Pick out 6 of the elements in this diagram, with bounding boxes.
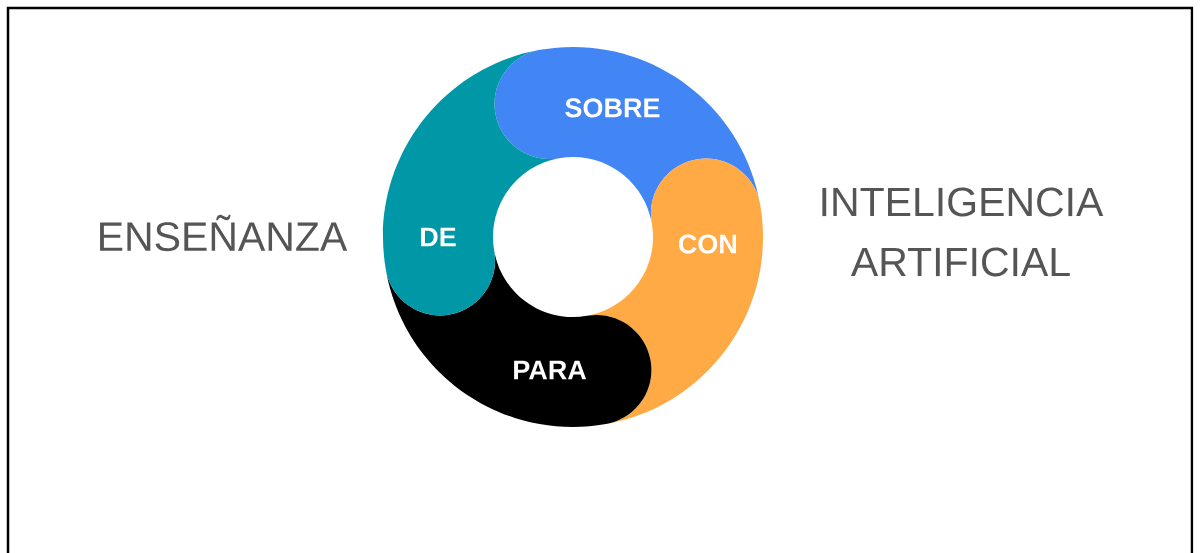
- ring-segment: CON: [586, 158, 763, 425]
- ring-segment: SOBRE: [494, 47, 761, 224]
- ring-segment: DE: [383, 49, 560, 316]
- side-label: ENSEÑANZA: [100, 214, 348, 252]
- ring-segment: PARA: [385, 250, 652, 427]
- side-label: INTELIGENCIA ARTIFICIAL: [822, 187, 1104, 277]
